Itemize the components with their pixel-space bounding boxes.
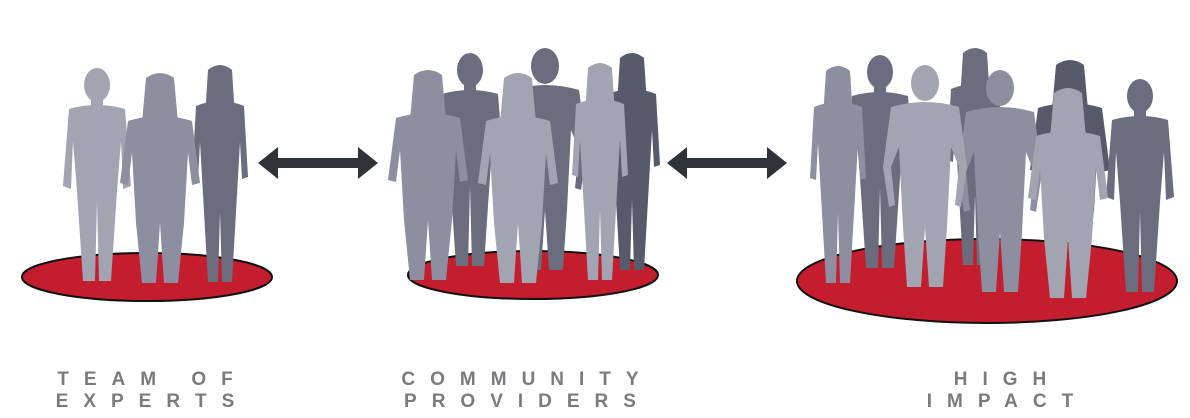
label-line-1: COMMUNITY (401, 369, 654, 390)
group-label-high-impact: HIGH IMPACT (840, 369, 1160, 413)
label-line-2: IMPACT (926, 391, 1089, 412)
label-line-1: TEAM OF (57, 369, 248, 390)
group-high-impact (796, 48, 1178, 324)
person-silhouette-icon (388, 48, 660, 283)
label-line-2: EXPERTS (55, 391, 250, 412)
group-team-of-experts (21, 65, 273, 302)
label-line-1: HIGH (953, 369, 1062, 390)
label-line-2: PROVIDERS (404, 391, 651, 412)
person-silhouette-icon (63, 65, 248, 283)
group-label-community-providers: COMMUNITY PROVIDERS (345, 369, 695, 413)
double-arrow-icon (667, 147, 787, 179)
double-arrow-icon (258, 147, 378, 179)
group-community-providers (388, 48, 660, 300)
group-label-team-of-experts: TEAM OF EXPERTS (0, 369, 290, 413)
